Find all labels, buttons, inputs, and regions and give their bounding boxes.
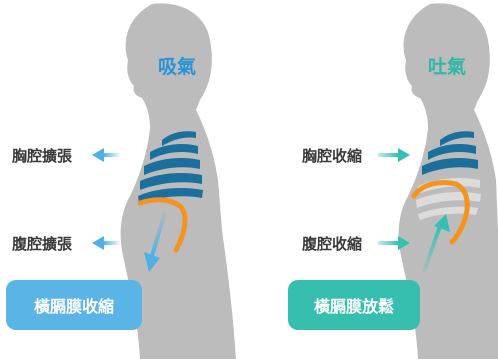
inhale-down-arrow bbox=[144, 211, 167, 272]
exhale-figure bbox=[378, 3, 498, 359]
exhale-chest-label: 胸腔收縮 bbox=[302, 147, 363, 165]
exhale-chest-arrow bbox=[378, 148, 410, 162]
inhale-figure bbox=[92, 3, 236, 359]
exhale-abdomen-arrow bbox=[378, 236, 410, 250]
inhale-abdomen-label: 腹腔擴張 bbox=[12, 235, 73, 253]
inhale-title: 吸氣 bbox=[158, 56, 197, 78]
inhale-chest-label: 胸腔擴張 bbox=[12, 147, 73, 165]
exhale-badge: 橫膈膜放鬆 bbox=[288, 280, 420, 330]
inhale-ribcage bbox=[138, 131, 203, 204]
inhale-abdomen-arrow bbox=[92, 236, 121, 250]
exhale-diaphragm bbox=[411, 180, 470, 245]
exhale-title: 吐氣 bbox=[428, 56, 467, 78]
inhale-chest-arrow bbox=[92, 148, 121, 162]
exhale-up-arrow bbox=[422, 214, 450, 273]
inhale-diaphragm bbox=[137, 197, 188, 253]
exhale-abdomen-label: 腹腔收縮 bbox=[302, 235, 363, 253]
inhale-badge: 橫膈膜收縮 bbox=[6, 280, 142, 330]
